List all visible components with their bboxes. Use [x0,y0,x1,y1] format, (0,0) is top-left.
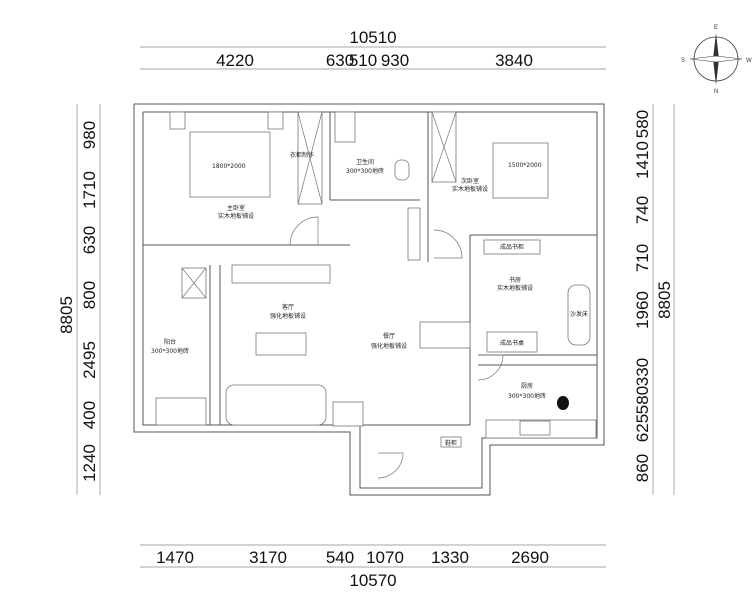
dim-right: 710 [633,244,652,272]
dining-room-floor: 强化地板铺设 [371,342,407,350]
furniture [155,111,597,479]
second-bedroom-floor: 实木地板铺设 [452,185,488,193]
svg-text:S: S [681,58,685,64]
bathroom-label: 卫生间 [356,158,374,166]
coffee-table [255,332,307,356]
dining-room-label: 餐厅 [383,332,395,340]
svg-text:W: W [746,58,752,64]
master-bed-size: 1800*2000 [212,163,246,170]
sofa-bed [567,284,591,346]
bathroom-floor: 300*300地砖 [346,167,384,175]
second-bed-size: 1500*2000 [508,162,542,169]
dim-top: 4220 [216,51,254,70]
appliance [557,396,569,410]
stove [519,420,551,436]
shoe-cabinet-label: 鞋柜 [445,439,457,447]
desk-label: 成品书桌 [500,339,524,347]
dim-right: 330 [633,358,652,386]
dim-top: 510 [349,51,377,70]
side-table [332,401,364,427]
living-room-floor: 强化地板铺设 [270,312,306,320]
svg-text:N: N [714,89,718,95]
dim-right: 580 [633,110,652,138]
balcony-floor: 300*300地砖 [151,347,189,355]
second-bed [492,142,549,199]
dim-right: 1410 [633,141,652,179]
dim-left: 800 [80,281,99,309]
sofa-bed-label: 沙发床 [570,310,588,318]
dim-top: 3840 [495,51,533,70]
svg-text:E: E [714,25,718,31]
dim-bottom: 540 [326,548,354,567]
dim-top-total: 10510 [349,28,396,47]
dimension-lines [76,46,675,568]
dim-left-total: 8805 [57,296,76,334]
study-label: 书房 [509,276,521,284]
desk [486,331,538,353]
master-bedroom-floor: 实木地板铺设 [218,212,254,220]
dim-left: 1710 [80,171,99,209]
dim-bottom: 1470 [156,548,194,567]
compass-icon: E N S W [681,25,752,95]
kitchen-label: 厨房 [521,382,533,390]
master-bed [189,131,271,198]
dim-right: 860 [633,454,652,482]
wardrobe-label: 衣柜制作 [290,151,314,159]
dim-top: 630 [326,51,354,70]
dim-left: 630 [80,226,99,254]
dim-left: 980 [80,121,99,149]
study-floor: 实木地板铺设 [497,284,533,292]
washer [155,397,207,426]
dining-table [419,321,471,349]
dim-bottom: 2690 [511,548,549,567]
balcony-label: 阳台 [164,338,176,346]
dim-left: 2495 [80,341,99,379]
dim-bottom: 1070 [366,548,404,567]
nightstand [169,111,186,130]
dim-top: 930 [381,51,409,70]
shoe-cabinet [440,436,462,448]
sink [334,111,356,143]
dim-bottom: 1330 [431,548,469,567]
dim-bottom-total: 10570 [349,571,396,590]
toilet [394,159,410,181]
dim-left: 400 [80,401,99,429]
dim-bottom: 3170 [249,548,287,567]
tv-cabinet [231,264,331,284]
bookcase-label: 成品书柜 [500,243,524,251]
dim-right: 740 [633,196,652,224]
dim-right: 1960 [633,291,652,329]
dim-right-total: 8805 [655,281,674,319]
kitchen-floor: 300*300地砖 [508,392,546,400]
master-bedroom-label: 主卧室 [227,204,245,212]
dim-right: 625 [633,414,652,442]
cabinet [407,207,421,261]
second-bedroom-label: 次卧室 [461,177,479,185]
bookcase [483,239,541,255]
dim-right: 580 [633,386,652,414]
living-room-label: 客厅 [282,303,294,311]
nightstand [267,111,284,130]
sofa [225,384,327,426]
dim-left: 1240 [80,444,99,482]
